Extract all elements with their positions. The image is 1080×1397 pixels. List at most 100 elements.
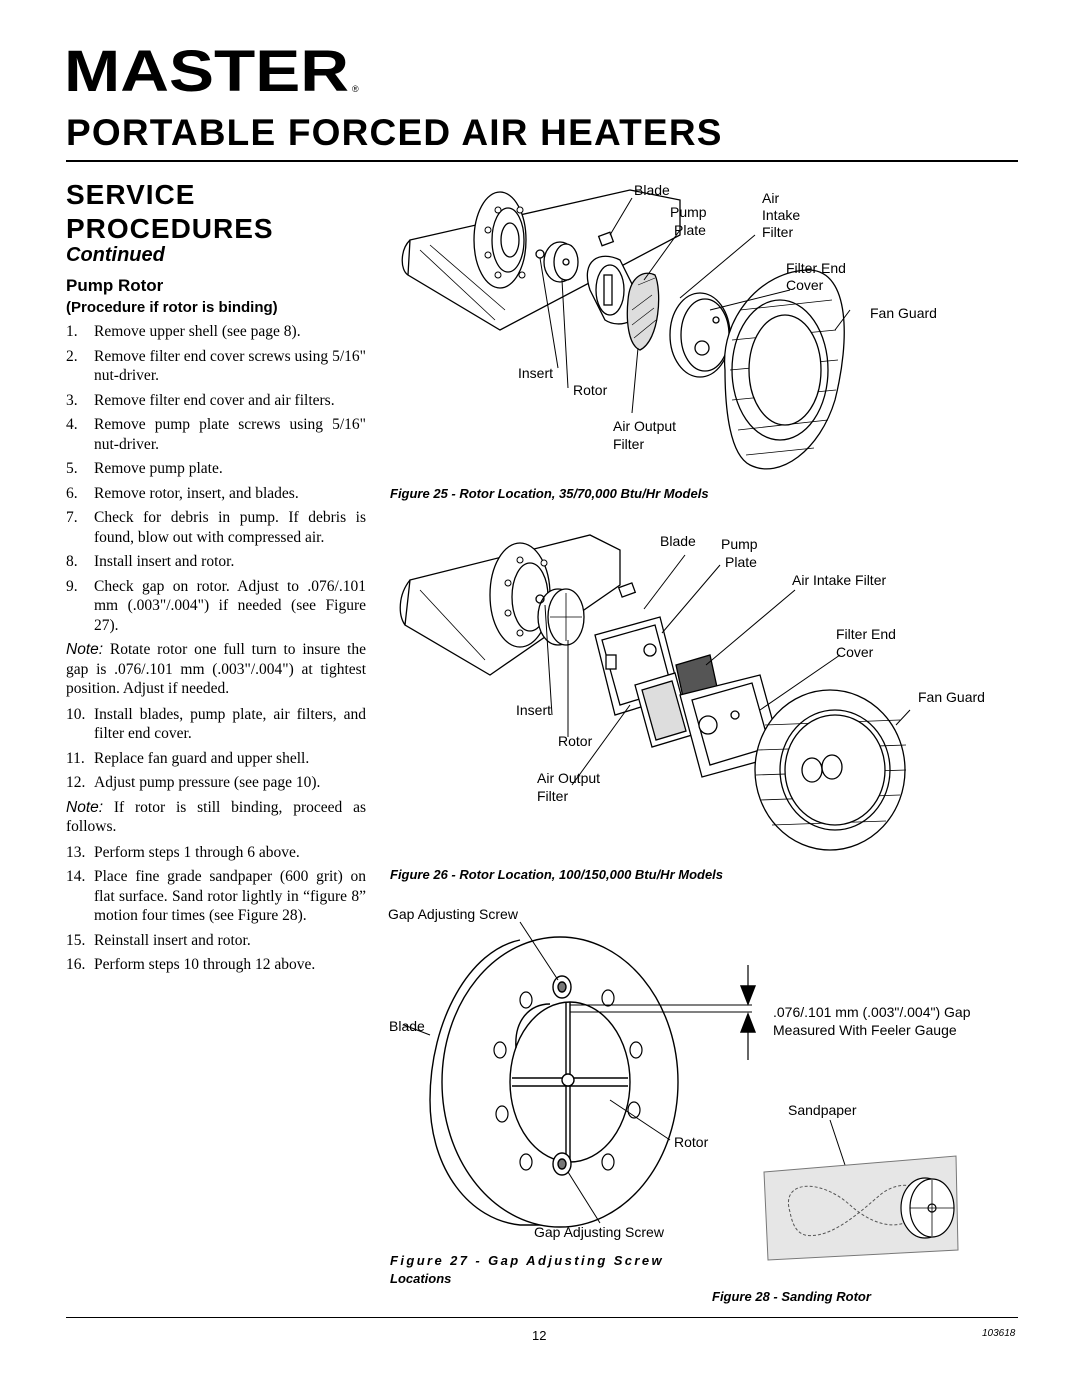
fig26-label-fan-guard: Fan Guard	[918, 689, 985, 705]
master-logo: MASTER ®	[64, 39, 364, 104]
fig26-label-filter-end: Filter End	[836, 626, 896, 642]
document-title: PORTABLE FORCED AIR HEATERS	[66, 112, 723, 153]
figure-26: Blade Pump Plate Air Intake Filter Filte…	[380, 525, 1020, 855]
step-text: Install blades, pump plate, air filters,…	[94, 705, 366, 743]
procedure-step: 10. Install blades, pump plate, air filte…	[66, 705, 366, 744]
procedure-step: 11. Replace fan guard and upper shell.	[66, 749, 366, 769]
note-text: Rotate rotor one full turn to insure the…	[66, 641, 366, 697]
note-label: Note:	[66, 798, 104, 816]
figure-25-drawing	[401, 189, 851, 470]
footer-rule	[66, 1317, 1018, 1318]
step-number: 14.	[66, 868, 86, 885]
section-title-line1: SERVICE	[66, 179, 196, 210]
figure-25: Blade Pump Plate Air Intake Filter Filte…	[380, 180, 1020, 480]
fig26-label-blade: Blade	[660, 533, 696, 549]
fig27-label-gap-screw-bottom: Gap Adjusting Screw	[534, 1224, 664, 1240]
subheading: Pump Rotor	[66, 276, 164, 295]
step-number: 13.	[66, 843, 86, 861]
step-number: 3.	[66, 391, 78, 409]
fig25-label-air-output: Air Output	[613, 418, 677, 434]
fig25-label-blade: Blade	[634, 182, 670, 198]
step-number: 5.	[66, 460, 78, 477]
procedure-step: 12. Adjust pump pressure (see page 10).	[66, 773, 366, 793]
step-text: Remove upper shell (see page 8).	[94, 323, 301, 340]
step-text: Remove filter end cover screws using 5/1…	[94, 347, 366, 385]
section-title: SERVICE PROCEDURES	[66, 178, 274, 246]
figure-28-caption: Figure 28 - Sanding Rotor	[712, 1289, 871, 1304]
fig26-label-air-intake-filter: Air Intake Filter	[792, 572, 887, 588]
registered-mark: ®	[352, 84, 359, 94]
procedure-step: 2. Remove filter end cover screws using 5…	[66, 347, 366, 386]
procedure-step: 7.Check for debris in pump. If debris is…	[66, 508, 366, 547]
step-number: 9.	[66, 577, 78, 595]
step-number: 1.	[66, 323, 78, 340]
fig27-label-gap-value: .076/.101 mm (.003"/.004") Gap	[773, 1004, 971, 1020]
fig25-label-filter-end: Filter End	[786, 260, 846, 276]
step-number: 4.	[66, 416, 78, 433]
figure-25-caption: Figure 25 - Rotor Location, 35/70,000 Bt…	[390, 486, 709, 501]
procedure-step: 9. Check gap on rotor. Adjust to .076/.10…	[66, 577, 366, 636]
figure-26-caption: Figure 26 - Rotor Location, 100/150,000 …	[390, 867, 724, 882]
fig25-label-plate: Plate	[674, 222, 706, 238]
step-text: Place fine grade sandpaper (600 grit) on…	[94, 868, 366, 924]
steps-group-a: 1. Remove upper shell (see page 8). 2. Remo…	[66, 322, 366, 635]
logo-wordmark: MASTER	[64, 39, 349, 104]
procedure-step: 8. Install insert and rotor.	[66, 552, 366, 572]
header-rule	[66, 160, 1018, 162]
figure-28: Sandpaper	[760, 1100, 960, 1280]
procedure-body: 1. Remove upper shell (see page 8). 2. Remo…	[66, 322, 366, 980]
page-number: 12	[532, 1328, 547, 1343]
fig26-label-air-output: Air Output	[537, 770, 601, 786]
step-number: 12.	[66, 774, 86, 791]
step-number: 2.	[66, 347, 78, 365]
figure-27-caption-line2: Locations	[390, 1271, 452, 1286]
step-number: 7.	[66, 509, 78, 526]
note-text: If rotor is still binding, proceed as fo…	[66, 798, 366, 836]
subsubheading: (Procedure if rotor is binding)	[66, 299, 278, 316]
fig26-label-plate: Plate	[725, 554, 757, 570]
procedure-step: 16.Perform steps 10 through 12 above.	[66, 955, 366, 975]
fig26-label-air-output-filter: Filter	[537, 788, 569, 804]
procedure-step: 6.Remove rotor, insert, and blades.	[66, 484, 366, 504]
figure-27-drawing	[403, 921, 757, 1228]
fig25-label-pump: Pump	[670, 204, 707, 220]
step-text: Adjust pump pressure (see page 10).	[94, 774, 321, 791]
figure-27-caption-line1: Figure 27 - Gap Adjusting Screw	[390, 1253, 665, 1268]
procedure-step: 15.Reinstall insert and rotor.	[66, 931, 366, 951]
step-number: 11.	[66, 749, 85, 767]
step-number: 10.	[66, 705, 86, 723]
fig27-label-measured: Measured With Feeler Gauge	[773, 1022, 957, 1038]
fig26-label-pump: Pump	[721, 536, 758, 552]
figure-28-drawing	[763, 1119, 959, 1261]
fig25-label-air-output-filter: Filter	[613, 436, 645, 452]
continued-label: Continued	[66, 244, 165, 266]
step-text: Perform steps 1 through 6 above.	[94, 843, 300, 861]
step-text: Check gap on rotor. Adjust to .076/.101 …	[94, 577, 366, 634]
step-text: Replace fan guard and upper shell.	[94, 749, 310, 767]
note-1: Note: Rotate rotor one full turn to insu…	[66, 640, 366, 699]
step-text: Install insert and rotor.	[94, 553, 235, 570]
fig25-label-filter: Filter	[762, 224, 794, 240]
fig26-label-cover: Cover	[836, 644, 874, 660]
steps-group-c: 13. Perform steps 1 through 6 above. 14. Pl…	[66, 843, 366, 975]
steps-group-b: 10. Install blades, pump plate, air filte…	[66, 705, 366, 793]
procedure-step: 14. Place fine grade sandpaper (600 grit)…	[66, 867, 366, 926]
section-title-line2: PROCEDURES	[66, 213, 274, 244]
procedure-step: 4. Remove pump plate screws using 5/16" n…	[66, 415, 366, 454]
step-number: 16.	[66, 956, 86, 973]
fig25-label-cover: Cover	[786, 277, 824, 293]
step-text: Reinstall insert and rotor.	[94, 931, 251, 949]
procedure-step: 3.Remove filter end cover and air filter…	[66, 391, 366, 411]
fig25-label-rotor: Rotor	[573, 382, 608, 398]
step-number: 8.	[66, 553, 78, 570]
fig27-label-rotor: Rotor	[674, 1134, 709, 1150]
fig25-label-intake: Intake	[762, 207, 801, 223]
fig25-label-insert: Insert	[518, 365, 554, 381]
fig28-label-sandpaper: Sandpaper	[788, 1102, 857, 1118]
fig25-label-fan-guard: Fan Guard	[870, 305, 937, 321]
figure-26-drawing	[399, 534, 911, 851]
step-text: Remove pump plate screws using 5/16" nut…	[94, 416, 366, 453]
document-number: 103618	[982, 1328, 1016, 1339]
fig27-label-gap-screw-top: Gap Adjusting Screw	[388, 906, 518, 922]
fig25-label-air: Air	[762, 190, 780, 206]
